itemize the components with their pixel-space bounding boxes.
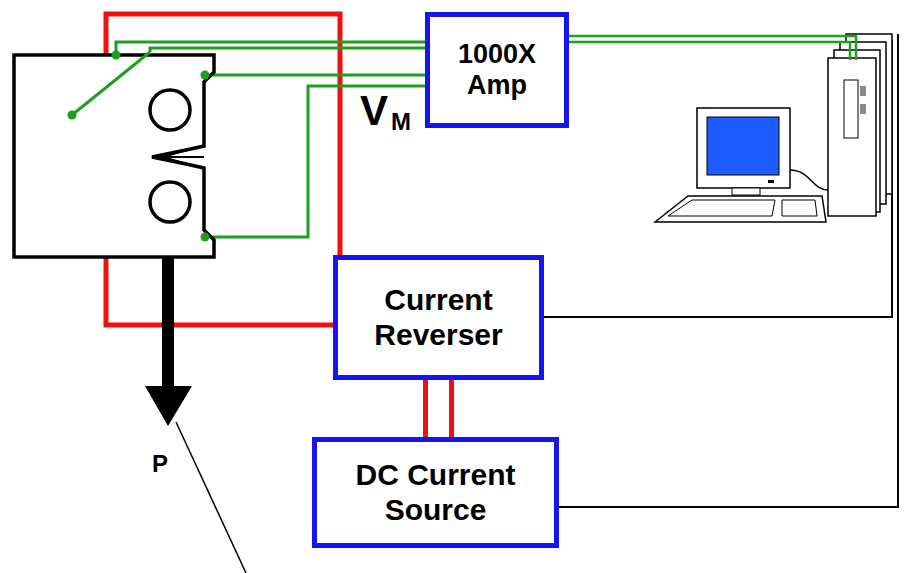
box-label: 1000X Amp xyxy=(434,39,560,101)
monitor-stand xyxy=(732,188,760,195)
load-arrow xyxy=(162,258,174,388)
probe-dot xyxy=(201,233,210,242)
daq-rack xyxy=(828,58,876,216)
signal-subscript: M xyxy=(391,110,411,134)
pin-hole xyxy=(150,182,190,222)
voltage-lead xyxy=(150,48,426,52)
rack-panel xyxy=(844,80,858,138)
rack-indicator xyxy=(860,104,866,114)
keyboard xyxy=(655,196,826,222)
voltage-lead xyxy=(116,42,426,55)
leader-line xyxy=(176,422,246,573)
monitor-button xyxy=(768,180,774,183)
monitor xyxy=(697,108,790,188)
voltage-lead xyxy=(205,86,426,237)
keyboard-keys xyxy=(782,200,817,216)
keyboard-keys xyxy=(668,200,775,216)
voltage-lead xyxy=(205,74,426,77)
load-arrowhead xyxy=(145,386,192,426)
amp-output xyxy=(565,42,850,60)
probe-dot xyxy=(201,71,210,80)
rack-indicator xyxy=(860,86,866,96)
control-wire xyxy=(540,40,892,317)
probe-dot xyxy=(68,111,77,120)
load-label: P xyxy=(152,452,168,476)
amplifier-box: 1000X Amp xyxy=(425,12,569,128)
box-label: DC Current Source xyxy=(321,458,550,527)
reverser-box: Current Reverser xyxy=(333,255,544,380)
current-source-box: DC Current Source xyxy=(312,437,559,548)
pin-hole xyxy=(150,90,190,130)
current-lead xyxy=(106,257,334,325)
box-label: Current Reverser xyxy=(342,283,535,352)
specimen-crack xyxy=(166,156,204,158)
ct-specimen xyxy=(14,55,214,257)
control-wire xyxy=(555,34,898,507)
monitor-screen xyxy=(707,117,779,175)
current-lead xyxy=(426,380,452,437)
probe-wire xyxy=(72,52,150,115)
computer-cable xyxy=(790,170,828,190)
signal-name: V xyxy=(360,90,388,132)
amp-output xyxy=(565,36,856,60)
probe-dot xyxy=(112,51,121,60)
